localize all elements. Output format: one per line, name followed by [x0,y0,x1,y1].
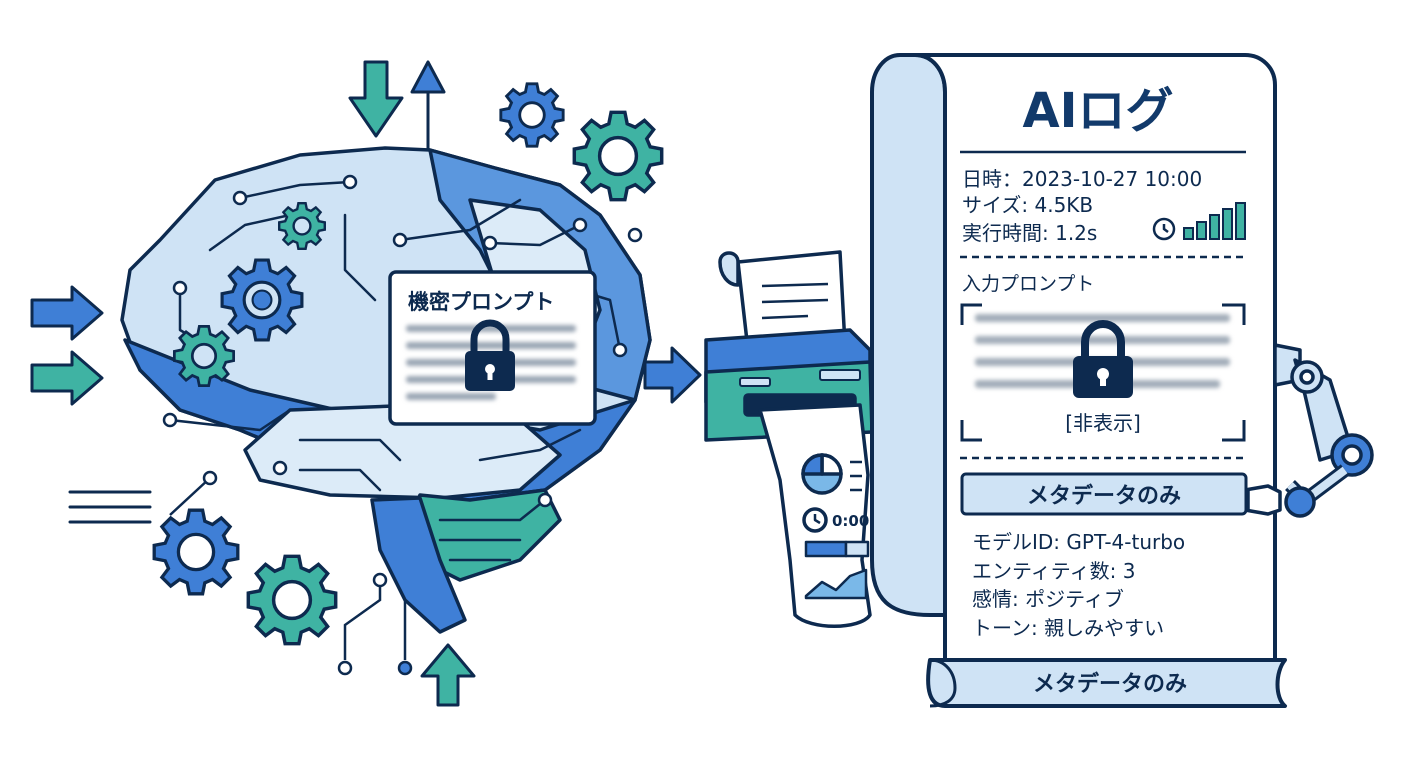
arrow-icon [30,350,104,406]
log-size: サイズ: 4.5KB [962,193,1093,217]
log-title: AIログ [1022,83,1173,139]
lock-icon [1073,320,1133,398]
bar-chart-icon [1183,202,1246,240]
gear-icon [152,508,240,596]
clock-readout: 0:00 [832,512,869,530]
gear-icon [278,201,326,251]
metadata-banner [960,472,1248,516]
log-entity-count: エンティティ数: 3 [972,559,1135,583]
log-datetime: 日時：2023-10-27 10:00 [962,167,1202,191]
gear-icon [246,554,338,646]
clock-icon [1152,217,1176,241]
robot-arm-icon [1228,343,1374,518]
circuit-nodes [162,174,643,508]
prompt-card-title: 機密プロンプト [408,290,554,314]
gear-icon [172,324,236,388]
metadata-banner-label: メタデータのみ [1027,483,1181,509]
input-arrows [30,285,104,406]
arrow-icon [410,60,446,94]
footer-label: メタデータのみ [1033,671,1187,697]
log-runtime: 実行時間: 1.2s [962,221,1097,245]
arrow-icon [30,285,104,341]
input-section-label: 入力プロンプト [962,273,1094,295]
arrow-icon [643,346,702,404]
arrow-icon [348,60,404,138]
gear-icon [499,82,565,148]
lock-icon [465,319,515,391]
printer-icon [704,250,874,628]
bottom-circuits [169,470,413,676]
arrow-icon [420,643,476,707]
log-sentiment: 感情: ポジティブ [972,587,1124,611]
hidden-label: [非表示] [1065,411,1141,435]
speed-lines [68,490,152,524]
log-model-id: モデルID: GPT-4-turbo [972,530,1185,554]
redaction-frame [960,303,1246,442]
gear-icon [572,110,664,202]
gear-icon [220,258,304,342]
log-tone: トーン: 親しみやすい [972,616,1164,640]
clock-icon [802,507,828,533]
pie-chart-icon [801,453,843,495]
circuit-traces [168,180,622,562]
confidential-prompt-card: 機密プロンプト [388,270,597,426]
